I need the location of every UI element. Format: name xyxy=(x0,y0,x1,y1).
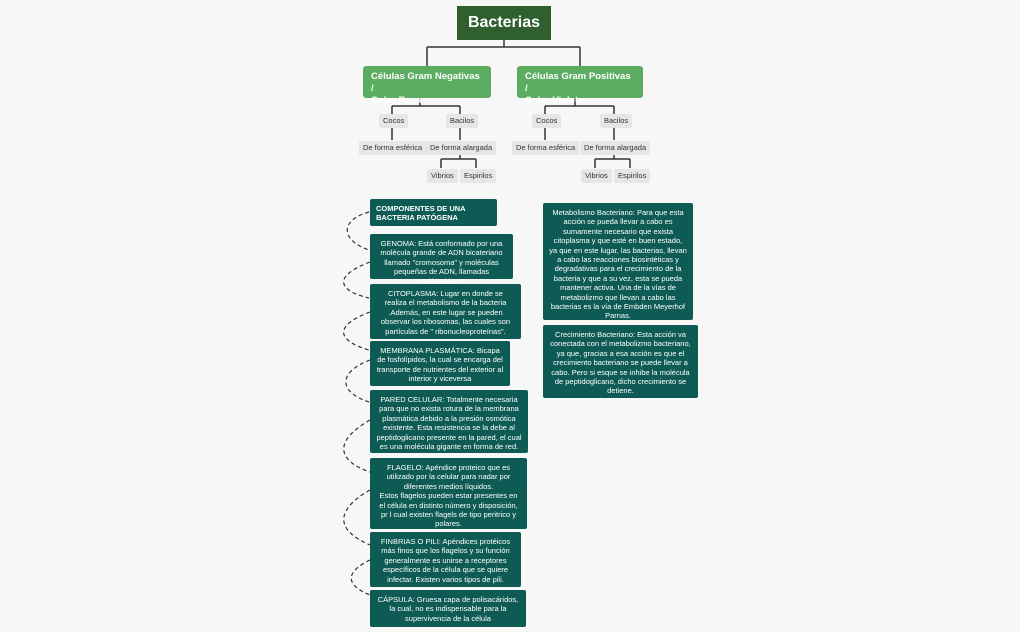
component-citoplasma[interactable]: CITOPLASMA: Lugar en donde se realiza el… xyxy=(370,284,521,339)
component-membrana[interactable]: MEMBRANA PLASMÁTICA: Bicapa de fosfolípi… xyxy=(370,341,510,386)
component-genoma[interactable]: GENOMA: Está conformado por una molécula… xyxy=(370,234,513,286)
branch-gram-negative[interactable]: Células Gram Negativas / Color Rosa xyxy=(363,66,491,106)
component-pared-celular[interactable]: PARED CELULAR: Totalmente necesaria para… xyxy=(370,390,528,453)
leaf-bacilos-neg[interactable]: Bacilos xyxy=(446,114,479,128)
branch-gram-positive-line2: Color Violeta xyxy=(525,95,584,106)
leaf-vibrios-pos[interactable]: Vibrios xyxy=(581,169,612,183)
leaf-alargada-pos[interactable]: De forma alargada xyxy=(580,141,651,155)
leaf-cocos-pos[interactable]: Cocos xyxy=(532,114,562,128)
root-node-bacterias[interactable]: Bacterias xyxy=(457,6,551,40)
branch-gram-positive[interactable]: Células Gram Positivas / Color Violeta xyxy=(517,66,643,106)
component-capsula[interactable]: CÁPSULA: Gruesa capa de polisacáridos, l… xyxy=(370,590,526,627)
leaf-bacilos-pos[interactable]: Bacilos xyxy=(600,114,633,128)
metabolism-box[interactable]: Metabolismo Bacteriano: Para que esta ac… xyxy=(543,203,693,320)
component-flagelo[interactable]: FLAGELO: Apéndice proteico que es utiliz… xyxy=(370,458,527,529)
leaf-esferica-neg[interactable]: De forma esférica xyxy=(359,141,427,155)
leaf-vibrios-neg[interactable]: Vibrios xyxy=(427,169,458,183)
leaf-cocos-neg[interactable]: Cocos xyxy=(379,114,409,128)
leaf-alargada-neg[interactable]: De forma alargada xyxy=(426,141,497,155)
branch-gram-positive-line1: Células Gram Positivas / xyxy=(525,71,631,94)
branch-gram-negative-line2: Color Rosa xyxy=(371,95,422,106)
branch-gram-negative-line1: Células Gram Negativas / xyxy=(371,71,480,94)
leaf-espirilos-pos[interactable]: Espirilos xyxy=(614,169,651,183)
component-title[interactable]: COMPONENTES DE UNA BACTERIA PATÓGENA xyxy=(370,199,497,226)
component-fimbrias[interactable]: FINBRIAS O PILI: Apéndices protéicos más… xyxy=(370,532,521,587)
leaf-espirilos-neg[interactable]: Espirilos xyxy=(460,169,497,183)
growth-box[interactable]: Crecimiento Bacteriano: Esta acción va c… xyxy=(543,325,698,398)
leaf-esferica-pos[interactable]: De forma esférica xyxy=(512,141,580,155)
